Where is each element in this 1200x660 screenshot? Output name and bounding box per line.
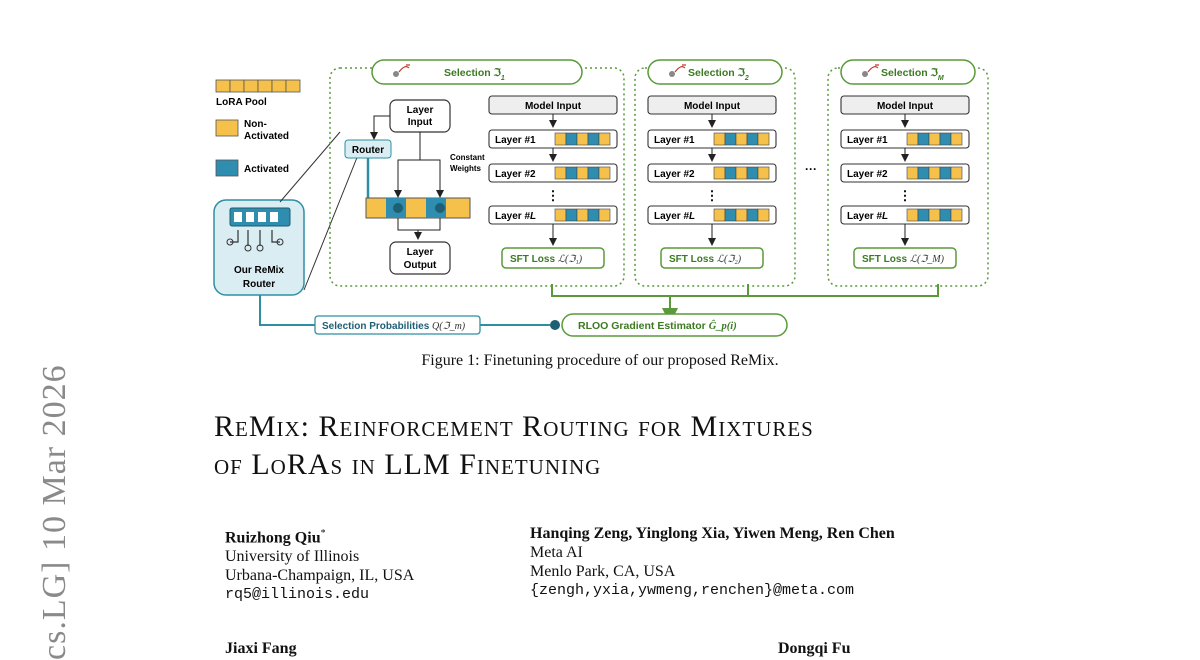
- lora-pool-cell: [271, 79, 287, 93]
- lora-pool-cell: [243, 79, 259, 93]
- rloo-label: RLOO Gradient Estimator: [578, 320, 706, 332]
- layer-2-1: Layer #2: [495, 169, 536, 180]
- author-3-name-partial: Jiaxi Fang: [225, 640, 297, 657]
- vdots-1: ⋮: [547, 188, 560, 203]
- author-2-name: Hanqing Zeng, Yinglong Xia, Yiwen Meng, …: [530, 525, 895, 542]
- layer-input-2: Input: [408, 117, 433, 128]
- router-label: Router: [352, 145, 384, 156]
- lora-pool-cell: [285, 79, 301, 93]
- author-block-2: Hanqing Zeng, Yinglong Xia, Yiwen Meng, …: [530, 524, 895, 600]
- lora-pool-label: LoRA Pool: [216, 97, 267, 108]
- constant-weights-1: Constant: [450, 153, 485, 162]
- layer-L-1: Layer #L: [495, 211, 536, 222]
- layer-input-1: Layer: [407, 105, 434, 116]
- sft-loss-2: SFT Loss ℒ(ℑ₂): [669, 254, 742, 265]
- arxiv-side-stamp: cs.LG] 10 Mar 2026: [36, 364, 73, 660]
- paper-title: ReMix: Reinforcement Routing for Mixture…: [214, 408, 814, 484]
- author-1-affil-1: University of Illinois: [225, 548, 360, 566]
- layer-output-2: Output: [404, 260, 437, 271]
- author-2-affil-2: Menlo Park, CA, USA: [530, 563, 676, 580]
- legend-activated: Activated: [244, 164, 289, 175]
- author-1-mark: *: [320, 528, 326, 539]
- selection-label-1: Selection ℑ1: [444, 67, 505, 82]
- sel-prob-term: Q(ℑ_m): [432, 321, 466, 332]
- remix-router-label-2: Router: [243, 279, 275, 290]
- sft-loss-3: SFT Loss ℒ(ℑ_M): [862, 254, 945, 265]
- layer-2-2: Layer #2: [654, 169, 695, 180]
- selection-label-2: Selection ℑ2: [688, 67, 749, 82]
- layer-L-3: Layer #L: [847, 211, 888, 222]
- layer-detail: Router Layer Input Layer Output Constant…: [344, 99, 485, 275]
- vdots-3: ⋮: [899, 188, 912, 203]
- author-1-affil-2: Urbana-Champaign, IL, USA: [225, 567, 415, 585]
- legend-non-activated-1: Non-: [244, 119, 267, 130]
- layer-1-3: Layer #1: [847, 135, 888, 146]
- figure-caption: Figure 1: Finetuning procedure of our pr…: [421, 352, 779, 369]
- columns-ellipsis: ···: [805, 162, 817, 176]
- sft-loss-1: SFT Loss ℒ(ℑ₁): [510, 254, 583, 265]
- sel-prob-label: Selection Probabilities: [322, 321, 430, 332]
- constant-weights-2: Weights: [450, 164, 482, 173]
- remix-router-label-1: Our ReMix: [234, 265, 284, 276]
- author-1-email[interactable]: rq5@illinois.edu: [225, 586, 370, 604]
- layer-output-1: Layer: [407, 247, 434, 258]
- model-input-2: Model Input: [684, 101, 741, 112]
- title-line-1: ReMix: Reinforcement Routing for Mixture…: [214, 410, 814, 443]
- author-block-1: Ruizhong Qiu* University of Illinois Urb…: [225, 524, 414, 604]
- legend-non-activated-2: Activated: [244, 131, 289, 142]
- layer-2-3: Layer #2: [847, 169, 888, 180]
- model-input-3: Model Input: [877, 101, 934, 112]
- title-line-2: of LoRAs in LLM Finetuning: [214, 448, 602, 481]
- rloo-estimator-box: RLOO Gradient Estimator Ĝ_p(i): [561, 313, 788, 337]
- author-2-affil-1: Meta AI: [530, 544, 583, 561]
- layer-1-1: Layer #1: [495, 135, 536, 146]
- lora-pool-cell: [215, 79, 231, 93]
- lora-pool-cell: [229, 79, 245, 93]
- author-4-name-partial: Dongqi Fu: [778, 640, 851, 657]
- author-1-name: Ruizhong Qiu: [225, 529, 321, 547]
- lora-pool-legend: LoRA Pool Non- Activated Activated: [215, 79, 301, 177]
- author-2-email[interactable]: {zengh,yxia,ywmeng,renchen}@meta.com: [530, 582, 855, 599]
- svg-text:RLOO Gradient Estimator Ĝ_p(i): RLOO Gradient Estimator Ĝ_p(i): [578, 319, 737, 332]
- vdots-2: ⋮: [706, 188, 719, 203]
- model-input-1: Model Input: [525, 101, 582, 112]
- lora-pool-cell: [257, 79, 273, 93]
- layer-1-2: Layer #1: [654, 135, 695, 146]
- selection-label-3: Selection ℑM: [881, 67, 944, 82]
- figure-remix-procedure: LoRA Pool Non- Activated Activated Our R…: [213, 59, 989, 337]
- rloo-term: Ĝ_p(i): [709, 319, 737, 332]
- selection-probabilities-box: Selection Probabilities Q(ℑ_m): [314, 315, 481, 335]
- layer-L-2: Layer #L: [654, 211, 695, 222]
- remix-router-box: Our ReMix Router: [213, 199, 305, 296]
- svg-text:Selection Probabilities Q(ℑ_m): Selection Probabilities Q(ℑ_m): [322, 321, 466, 332]
